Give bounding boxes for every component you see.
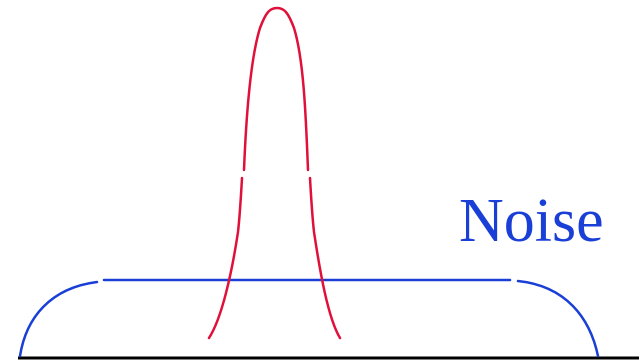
noise-brace-right-curl (516, 279, 600, 358)
peak-curve-right-lower (308, 176, 342, 340)
peak-curve-left-lower (207, 176, 244, 340)
noise-label: Noise (459, 187, 604, 255)
peak-curve-top (242, 6, 310, 172)
noise-brace-left-curl (18, 280, 99, 358)
